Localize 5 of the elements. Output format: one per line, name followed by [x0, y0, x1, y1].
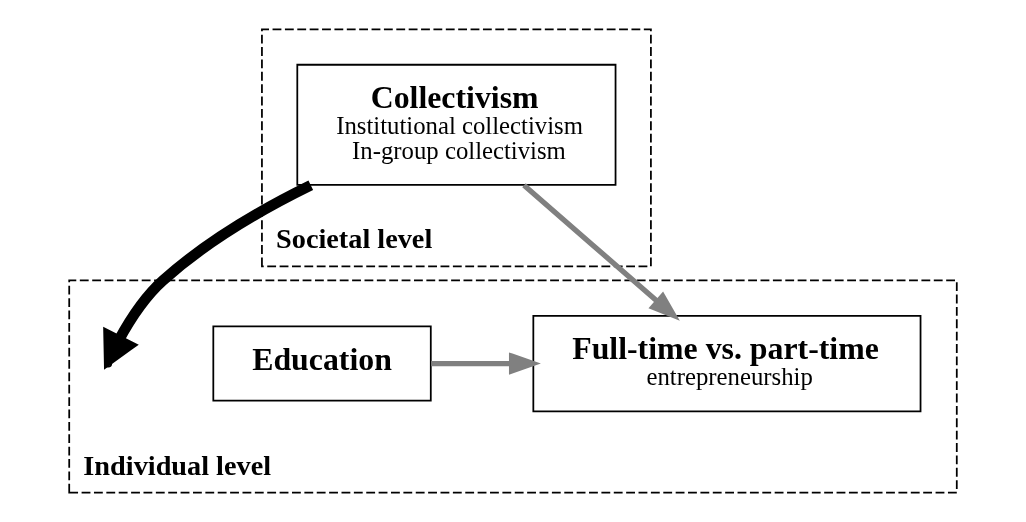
node-box: Collectivism Institutional collectivism In-group collectivism	[296, 63, 617, 186]
node-box: Full-time vs. part-time entrepreneurship	[532, 314, 922, 413]
node-box: Education	[212, 325, 432, 402]
arrow	[522, 183, 680, 321]
arrow	[431, 352, 541, 375]
